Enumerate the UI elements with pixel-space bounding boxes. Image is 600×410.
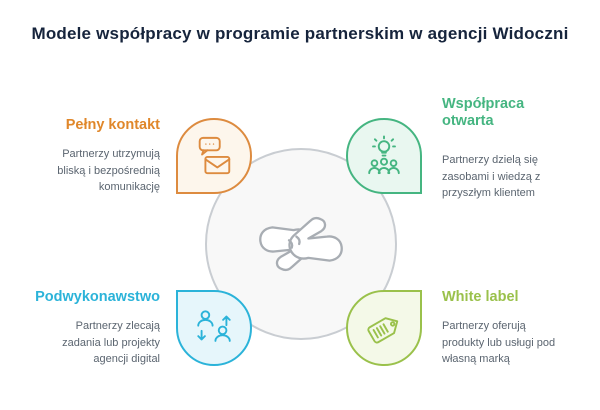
lightbulb-team-icon: [368, 135, 400, 175]
chat-envelope-icon: [198, 136, 231, 175]
body-white-label: Partnerzy oferują produkty lub usługi po…: [442, 320, 556, 365]
petal-pelny-kontakt: [176, 118, 252, 194]
heading-pelny-kontakt: Pełny kontakt: [65, 117, 160, 133]
people-exchange-icon: [197, 310, 231, 342]
page-title: Modele współpracy w programie partnerski…: [31, 24, 569, 43]
petal-podwykonawstwo: [176, 290, 252, 366]
body-podwykonawstwo: Partnerzy zlecają zadania lub projekty a…: [62, 320, 160, 365]
heading-wspolpraca-otwarta: Współpraca otwarta: [442, 96, 525, 130]
heading-podwykonawstwo: Podwykonawstwo: [35, 289, 160, 305]
petal-white-label: [346, 290, 422, 366]
body-wspolpraca-otwarta: Partnerzy dzielą się zasobami i wiedzą z…: [442, 154, 541, 199]
heading-white-label: White label: [442, 289, 519, 305]
petal-wspolpraca-otwarta: [346, 118, 422, 194]
body-pelny-kontakt: Partnerzy utrzymują bliską i bezpośredni…: [57, 148, 160, 193]
price-tag-icon: [367, 317, 399, 344]
hands-teamwork-illustration: [259, 216, 343, 272]
